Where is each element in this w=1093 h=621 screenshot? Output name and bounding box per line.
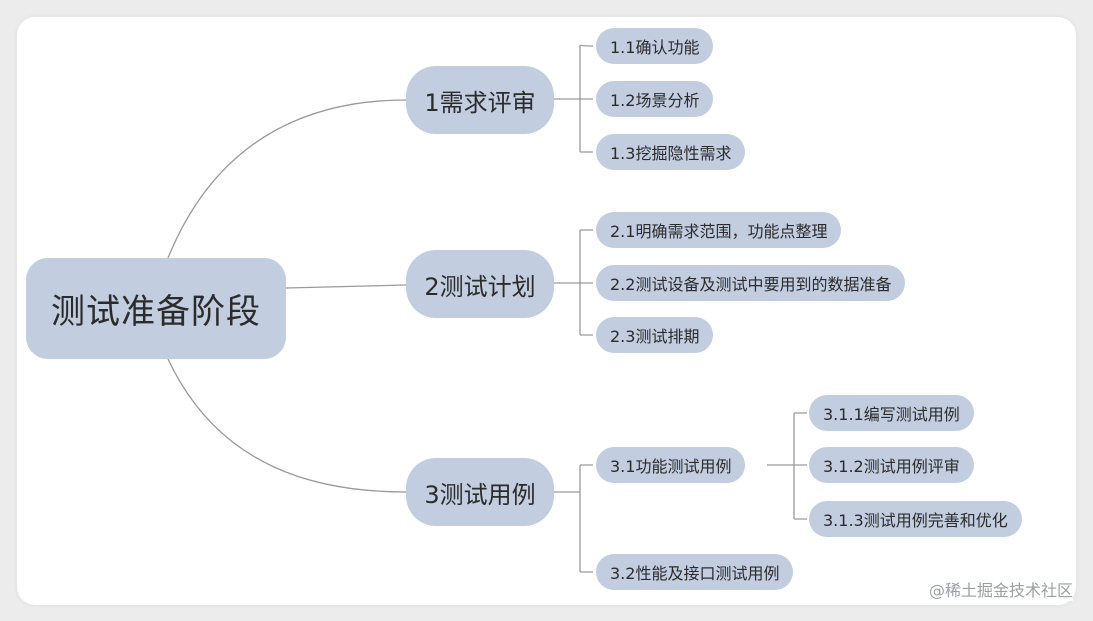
leaf-node-hidden-requirements[interactable]: 1.3挖掘隐性需求 bbox=[596, 134, 746, 170]
branch-node-test-cases[interactable]: 3测试用例 bbox=[406, 458, 554, 526]
leaf-node-device-data-prep[interactable]: 2.2测试设备及测试中要用到的数据准备 bbox=[596, 265, 906, 301]
branch-node-requirements-review[interactable]: 1需求评审 bbox=[406, 66, 554, 134]
subbranch-node-functional-test-cases[interactable]: 3.1功能测试用例 bbox=[596, 447, 746, 483]
leaf-node-performance-api-test-cases[interactable]: 3.2性能及接口测试用例 bbox=[596, 554, 794, 590]
leaf-node-test-case-optimization[interactable]: 3.1.3测试用例完善和优化 bbox=[809, 501, 1022, 537]
leaf-node-scope-clarification[interactable]: 2.1明确需求范围，功能点整理 bbox=[596, 212, 842, 248]
watermark-text: @稀土掘金技术社区 bbox=[928, 577, 1073, 601]
leaf-node-write-test-cases[interactable]: 3.1.1编写测试用例 bbox=[809, 395, 974, 431]
root-node[interactable]: 测试准备阶段 bbox=[26, 258, 286, 359]
leaf-node-test-schedule[interactable]: 2.3测试排期 bbox=[596, 317, 714, 353]
leaf-node-test-case-review[interactable]: 3.1.2测试用例评审 bbox=[809, 447, 974, 483]
branch-node-test-plan[interactable]: 2测试计划 bbox=[406, 250, 554, 318]
leaf-node-scenario-analysis[interactable]: 1.2场景分析 bbox=[596, 81, 714, 117]
leaf-node-confirm-function[interactable]: 1.1确认功能 bbox=[596, 28, 714, 64]
